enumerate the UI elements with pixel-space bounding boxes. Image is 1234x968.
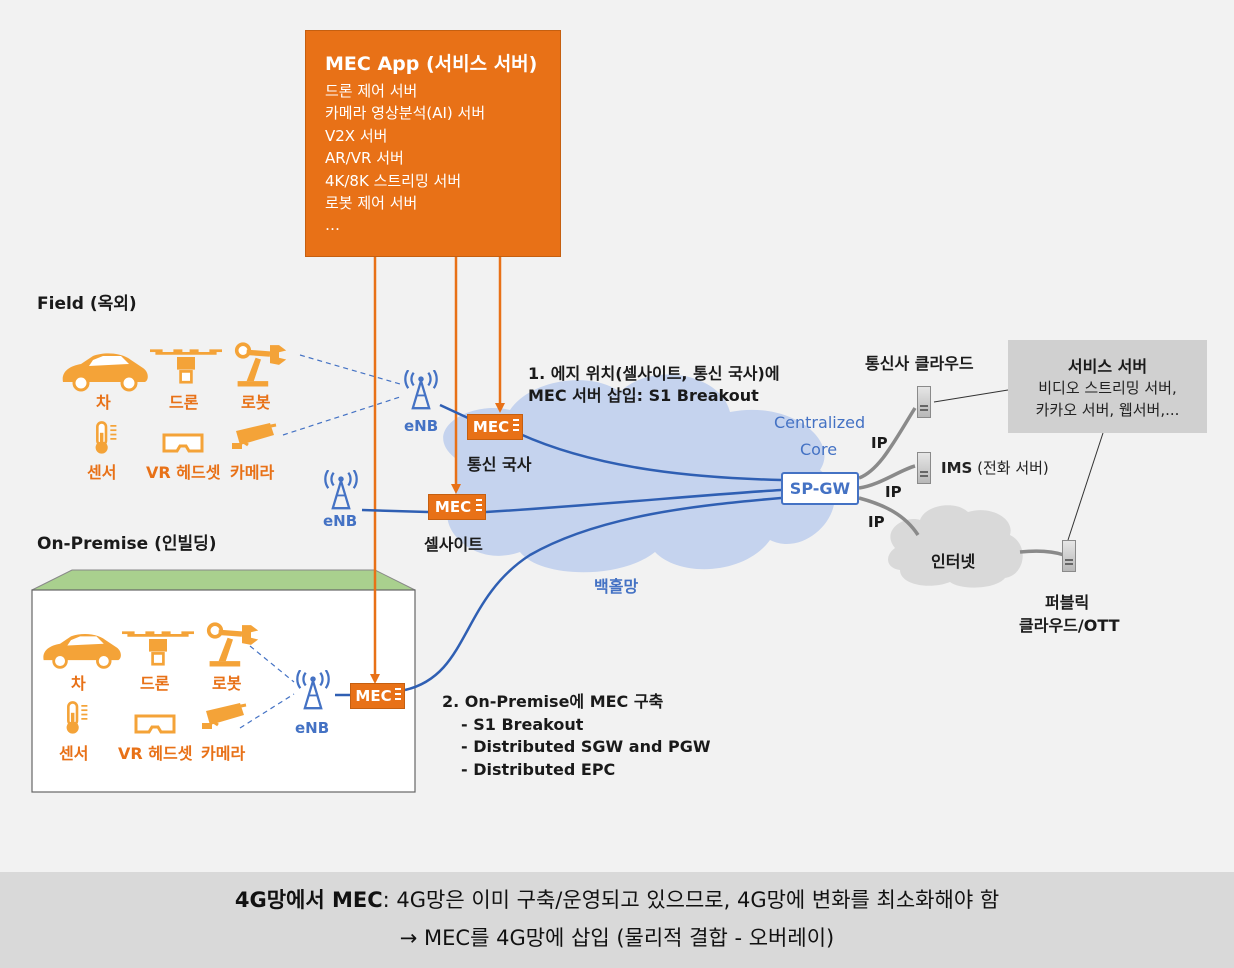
- centralized-core-label: Core: [800, 440, 838, 459]
- note2-line: - Distributed SGW and PGW: [461, 737, 711, 756]
- mec-label: MEC: [472, 418, 510, 436]
- device-label-camera: 카메라: [201, 744, 246, 763]
- device-label-vr: VR 헤드셋: [146, 463, 221, 482]
- service-server-line: 비디오 스트리밍 서버,: [1038, 379, 1177, 397]
- on-premise-title: On-Premise (인빌딩): [37, 534, 217, 554]
- ims-label: IMS (전화 서버): [941, 457, 1049, 478]
- summary-line-1: 4G망에서 MEC: 4G망은 이미 구축/운영되고 있으므로, 4G망에 변화…: [0, 884, 1234, 914]
- summary-bold: 4G망에서 MEC: [234, 888, 383, 912]
- note2-line: - S1 Breakout: [461, 714, 584, 734]
- mec-app-box: MEC App (서비스 서버) 드론 제어 서버 카메라 영상분석(AI) 서…: [305, 30, 561, 257]
- ip-label: IP: [868, 513, 885, 531]
- note-on-premise: 2. On-Premise에 MEC 구축 - S1 Breakout - Di…: [442, 691, 710, 781]
- note1-line: 1. 에지 위치(셀사이트, 통신 국사)에: [528, 364, 780, 383]
- public-cloud-label: 클라우드/OTT: [1019, 616, 1120, 635]
- device-label-drone: 드론: [169, 393, 199, 412]
- device-label-vr: VR 헤드셋: [118, 744, 193, 763]
- summary-rest: : 4G망은 이미 구축/운영되고 있으므로, 4G망에 변화를 최소화해야 함: [382, 888, 1000, 912]
- camera-icon: [230, 423, 278, 451]
- backhaul-label: 백홀망: [594, 577, 639, 596]
- device-label-robot: 로봇: [241, 393, 271, 412]
- sp-gw-node: SP-GW: [781, 472, 859, 505]
- summary-line-2: → MEC를 4G망에 삽입 (물리적 결합 - 오버레이): [399, 926, 835, 950]
- summary-banner: 4G망에서 MEC: 4G망은 이미 구축/운영되고 있으므로, 4G망에 변화…: [0, 872, 1234, 968]
- ip-label: IP: [871, 434, 888, 452]
- app-line: AR/VR 서버: [325, 149, 404, 168]
- mec-node-telecom-office: MEC: [467, 414, 523, 440]
- app-line: 카메라 영상분석(AI) 서버: [325, 104, 486, 123]
- app-line: 드론 제어 서버: [325, 82, 418, 100]
- vr-headset-icon: [162, 433, 204, 453]
- note2-line: - Distributed EPC: [461, 759, 616, 779]
- note2-line: 2. On-Premise에 MEC 구축: [442, 692, 664, 711]
- service-server-title: 서비스 서버: [1067, 357, 1148, 376]
- cell-site-label: 셀사이트: [424, 535, 483, 554]
- device-label-drone: 드론: [140, 674, 170, 693]
- app-line: 로봇 제어 서버: [325, 194, 418, 213]
- telecom-cloud-label: 통신사 클라우드: [865, 354, 974, 373]
- building-roof: [31, 569, 416, 591]
- robot-icon: [237, 344, 287, 386]
- device-label-camera: 카메라: [230, 463, 275, 482]
- field-title: Field (옥외): [37, 294, 137, 314]
- enb-label: eNB: [295, 719, 330, 737]
- mec-label: MEC: [434, 498, 472, 516]
- internet-cloud: [888, 505, 1023, 588]
- app-line: 4K/8K 스트리밍 서버: [325, 171, 462, 190]
- note1-line: MEC 서버 삽입: S1 Breakout: [528, 386, 759, 405]
- mec-node-on-premise: MEC: [350, 683, 405, 709]
- server-icon: [917, 452, 931, 484]
- telecom-office-label: 통신 국사: [467, 455, 532, 474]
- backhaul-cloud: [443, 374, 835, 573]
- internet-label: 인터넷: [931, 552, 976, 571]
- service-server-line: 카카오 서버, 웹서버,...: [1035, 401, 1180, 419]
- device-label-sensor: 센서: [59, 744, 89, 763]
- device-label-sensor: 센서: [87, 463, 117, 482]
- app-line: V2X 서버: [325, 126, 388, 145]
- note-edge-location: 1. 에지 위치(셀사이트, 통신 국사)에 MEC 서버 삽입: S1 Bre…: [528, 363, 780, 407]
- mec-label: MEC: [355, 687, 392, 705]
- drone-icon: [150, 349, 222, 384]
- antenna-icon: [404, 370, 438, 410]
- enb-label: eNB: [323, 512, 358, 530]
- device-label-robot: 로봇: [212, 674, 242, 693]
- ims-name: IMS: [941, 459, 973, 477]
- car-icon: [61, 352, 150, 392]
- enb-label: eNB: [404, 417, 439, 435]
- public-cloud-label: 퍼블릭: [1045, 593, 1090, 612]
- mec-node-cell-site: MEC: [428, 494, 486, 520]
- app-line: …: [325, 216, 340, 235]
- antenna-icon: [324, 470, 358, 510]
- mec-app-title: MEC App (서비스 서버): [325, 53, 538, 75]
- thermometer-icon: [94, 421, 118, 455]
- server-icon: [917, 386, 931, 418]
- service-server-box: 서비스 서버 비디오 스트리밍 서버, 카카오 서버, 웹서버,...: [1008, 340, 1207, 433]
- device-label-car: 차: [96, 393, 111, 412]
- ims-desc: (전화 서버): [977, 459, 1049, 477]
- device-label-car: 차: [71, 674, 86, 693]
- server-icon: [1062, 540, 1076, 572]
- centralized-core-label: Centralized: [774, 413, 866, 432]
- ip-label: IP: [885, 483, 902, 501]
